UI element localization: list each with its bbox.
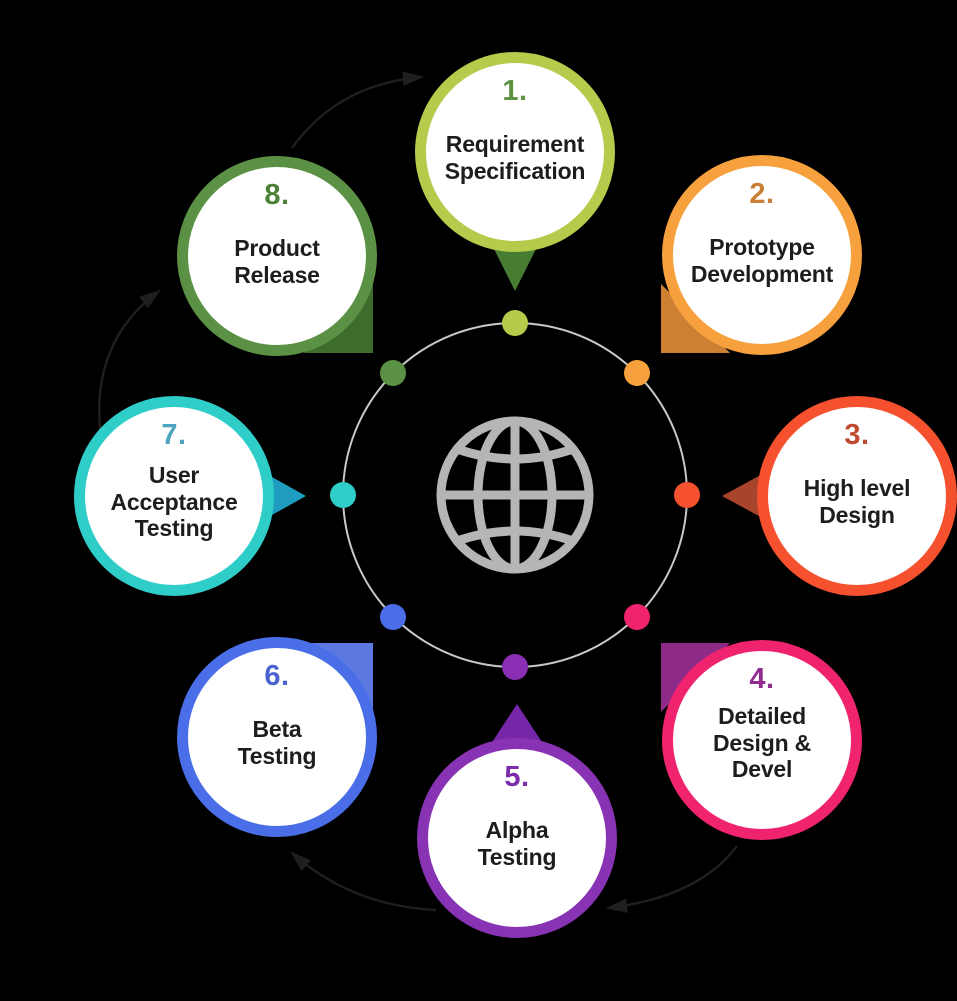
step-number: 7. bbox=[161, 419, 187, 451]
step-node-requirement-specification: 1. Requirement Specification bbox=[415, 52, 615, 252]
hub-dot-step-4 bbox=[624, 604, 650, 630]
step-label: Prototype Development bbox=[690, 234, 834, 287]
hub-dot-step-5 bbox=[502, 654, 528, 680]
step-number: 6. bbox=[264, 660, 290, 692]
step-label: High level Design bbox=[803, 475, 911, 528]
arrow-7-to-8 bbox=[98, 289, 161, 438]
step-label: Alpha Testing bbox=[477, 817, 557, 870]
step-node-detailed-design-devel: 4. Detailed Design & Devel bbox=[662, 640, 862, 840]
arrow-4-to-5 bbox=[605, 845, 738, 913]
step-number: 3. bbox=[844, 419, 870, 451]
hub-dot-step-1 bbox=[502, 310, 528, 336]
step-node-prototype-development: 2. Prototype Development bbox=[662, 155, 862, 355]
step-node-user-acceptance-testing: 7. User Acceptance Testing bbox=[74, 396, 274, 596]
hub-dot-step-2 bbox=[624, 360, 650, 386]
step-label: Requirement Specification bbox=[444, 131, 586, 184]
step-number: 1. bbox=[502, 75, 528, 107]
step-label: Beta Testing bbox=[237, 716, 317, 769]
step-number: 4. bbox=[749, 663, 775, 695]
hub-dot-step-6 bbox=[380, 604, 406, 630]
step-label: User Acceptance Testing bbox=[110, 462, 238, 542]
arrow-5-to-6 bbox=[290, 851, 437, 912]
step-node-beta-testing: 6. Beta Testing bbox=[177, 637, 377, 837]
globe-icon bbox=[436, 416, 594, 574]
step-node-product-release: 8. Product Release bbox=[177, 156, 377, 356]
step-number: 2. bbox=[749, 178, 775, 210]
step-label: Product Release bbox=[234, 235, 320, 288]
step-node-high-level-design: 3. High level Design bbox=[757, 396, 957, 596]
hub-dot-step-7 bbox=[330, 482, 356, 508]
step-number: 5. bbox=[504, 761, 530, 793]
step-label: Detailed Design & Devel bbox=[712, 703, 812, 783]
step-node-alpha-testing: 5. Alpha Testing bbox=[417, 738, 617, 938]
hub-dot-step-8 bbox=[380, 360, 406, 386]
arrow-8-to-1 bbox=[291, 71, 425, 149]
hub-dot-step-3 bbox=[674, 482, 700, 508]
step-number: 8. bbox=[264, 179, 290, 211]
